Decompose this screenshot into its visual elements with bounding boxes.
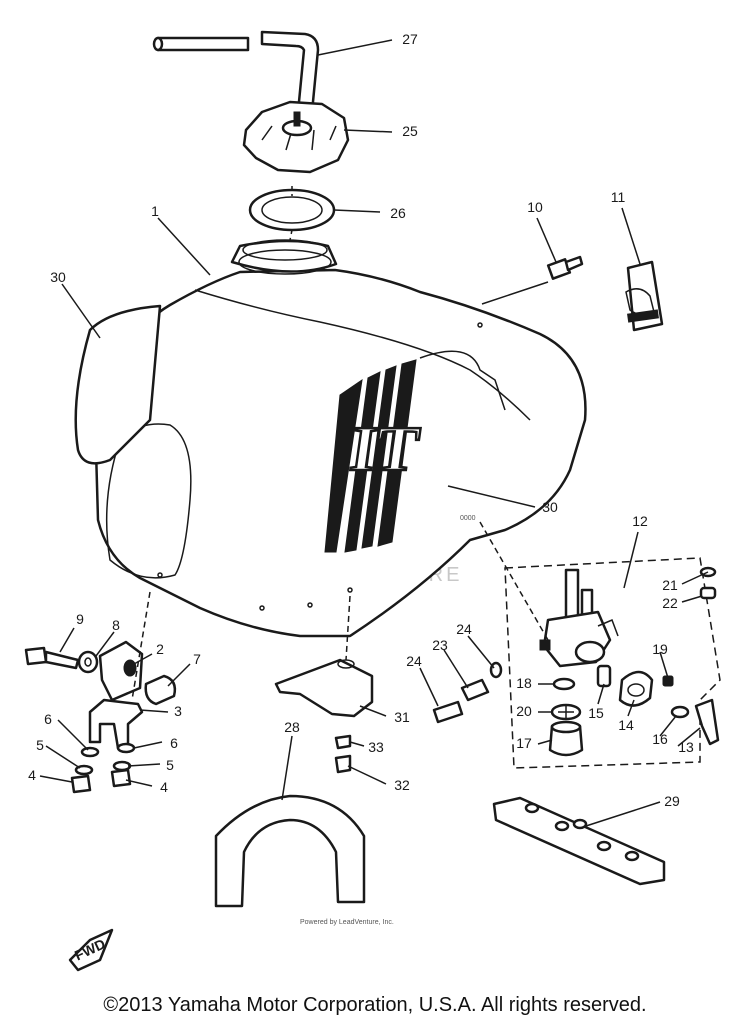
fwd-arrow: FWD (68, 928, 114, 972)
callout-33: 33 (368, 739, 384, 755)
callout-21: 21 (662, 577, 678, 593)
part-24-clip-lower[interactable] (432, 700, 464, 724)
part-23-joint-pipe[interactable] (460, 678, 490, 702)
callout-6-left: 6 (44, 711, 52, 727)
callout-16: 16 (652, 731, 668, 747)
part-10-bolt[interactable] (546, 255, 584, 280)
part-12-fuel-cock[interactable] (539, 568, 619, 668)
part-22-screw[interactable] (699, 586, 717, 600)
callout-6-right: 6 (170, 735, 178, 751)
part-11-emblem-clip[interactable] (625, 260, 664, 332)
part-6-washer-right[interactable] (116, 742, 136, 754)
callout-31: 31 (394, 709, 410, 725)
callout-23: 23 (432, 637, 448, 653)
part-7-collar[interactable] (144, 674, 177, 706)
callout-9: 9 (76, 611, 84, 627)
part-28-cover[interactable] (214, 794, 366, 908)
callout-24-right: 24 (456, 621, 472, 637)
callout-5-left: 5 (36, 737, 44, 753)
callout-14: 14 (618, 717, 634, 733)
callout-4-right: 4 (160, 779, 168, 795)
part-20-filter-cup[interactable] (550, 703, 582, 721)
callout-15: 15 (588, 705, 604, 721)
part-8-damper[interactable] (77, 650, 99, 674)
callout-13: 13 (678, 739, 694, 755)
callout-26: 26 (390, 205, 406, 221)
fuel-cock-group (504, 557, 721, 769)
part-9-bolt[interactable] (24, 646, 80, 670)
part-33-washer[interactable] (334, 734, 352, 750)
part-31-bracket[interactable] (274, 658, 374, 718)
part-30-side-pad-left[interactable] (74, 304, 162, 465)
part-16-o-ring[interactable] (670, 705, 690, 719)
part-1-fuel-tank[interactable]: IT 0000 (94, 239, 587, 638)
part-4-nut-left[interactable] (70, 774, 92, 794)
tank-part-stamp: 0000 (460, 515, 476, 522)
callout-5-right: 5 (166, 757, 174, 773)
copyright-notice: ©2013 Yamaha Motor Corporation, U.S.A. A… (103, 994, 647, 1016)
callout-numbers: 27 25 26 1 30 10 11 30 12 21 22 9 8 2 7 … (28, 31, 694, 809)
callout-3: 3 (174, 703, 182, 719)
callout-1: 1 (151, 203, 159, 219)
part-4-nut-right[interactable] (110, 768, 132, 788)
part-14-gasket[interactable] (618, 670, 654, 707)
part-3-stay[interactable] (88, 698, 144, 750)
part-17-filter-bowl[interactable] (548, 720, 584, 757)
callout-17: 17 (516, 735, 532, 751)
leader-lines (39, 39, 709, 827)
part-13-lever[interactable] (694, 698, 720, 746)
callout-2: 2 (156, 641, 164, 657)
callout-20: 20 (516, 703, 532, 719)
callout-30-right: 30 (542, 499, 558, 515)
callout-12: 12 (632, 513, 648, 529)
callout-8: 8 (112, 617, 120, 633)
callout-11: 11 (611, 189, 626, 205)
part-29-plate[interactable] (492, 796, 666, 886)
callout-27: 27 (402, 31, 418, 47)
part-18-o-ring[interactable] (552, 677, 576, 691)
callout-7: 7 (193, 651, 201, 667)
callout-32: 32 (394, 777, 410, 793)
callout-30-left: 30 (50, 269, 66, 285)
callout-10: 10 (527, 199, 543, 215)
small-print: Powered by LeadVenture, Inc. (300, 919, 394, 926)
callout-4-left: 4 (28, 767, 36, 783)
callout-19: 19 (652, 641, 668, 657)
tank-emblem-text: IT (346, 413, 424, 484)
part-25-fuel-cap[interactable] (242, 100, 350, 174)
parts-diagram: LEADVENTURE IT (24, 30, 721, 972)
callout-18: 18 (516, 675, 532, 691)
part-6-washer-left[interactable] (80, 746, 100, 758)
callout-29: 29 (664, 793, 680, 809)
callout-24-left: 24 (406, 653, 422, 669)
callout-25: 25 (402, 123, 418, 139)
callout-22: 22 (662, 595, 678, 611)
callout-28: 28 (284, 719, 300, 735)
part-15-screw[interactable] (596, 664, 612, 688)
part-27-vent-hose[interactable] (152, 30, 320, 114)
part-32-bolt[interactable] (334, 754, 352, 774)
part-2-bracket[interactable] (98, 640, 144, 702)
tank-stripe-decal (324, 350, 506, 553)
